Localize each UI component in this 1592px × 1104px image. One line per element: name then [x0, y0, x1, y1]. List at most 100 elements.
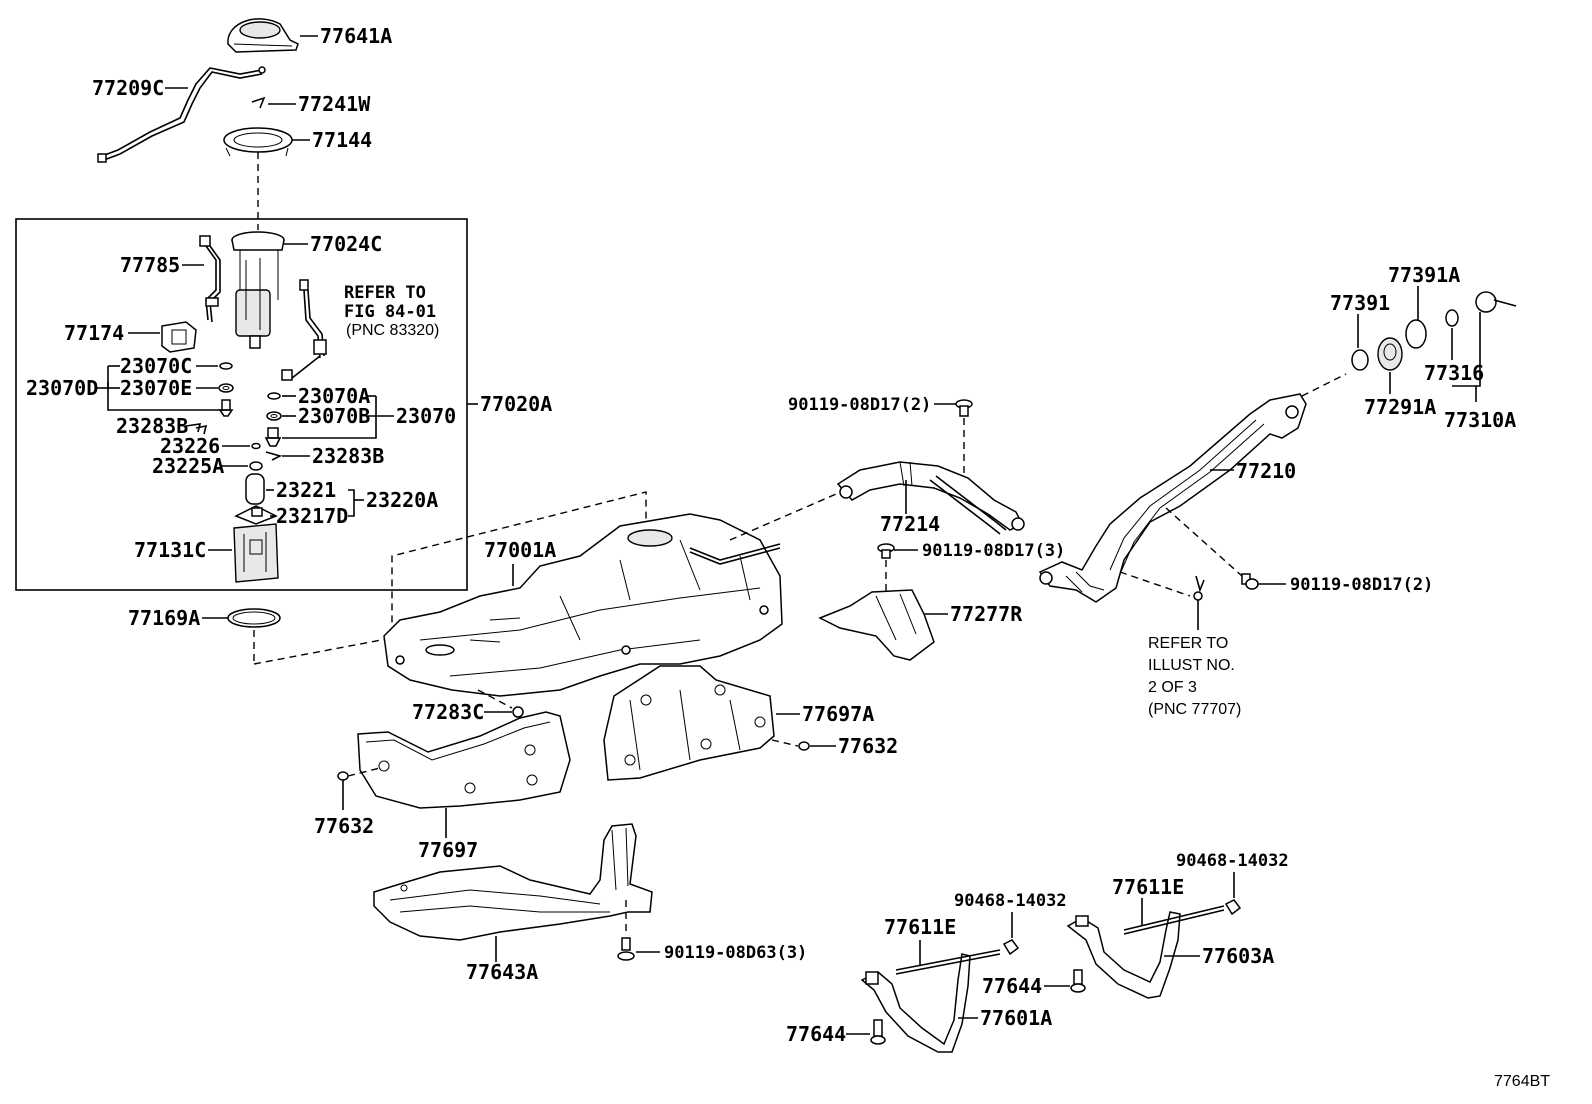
figure-code: 7764BT: [1494, 1073, 1550, 1090]
label-77214: 77214: [880, 512, 940, 536]
label-77241W: 77241W: [298, 92, 371, 116]
label-77144: 77144: [312, 128, 372, 152]
insulator-77697A: [603, 665, 775, 781]
label-77277R: 77277R: [950, 602, 1023, 626]
o-ring-23070E: [218, 383, 234, 393]
ring-23225A: [249, 461, 263, 471]
refer-fig-line2: FIG 84-01: [344, 302, 436, 322]
label-23070D: 23070D: [26, 376, 98, 400]
label-77131C: 77131C: [134, 538, 206, 562]
label-23070C: 23070C: [120, 354, 192, 378]
gasket-77144: [223, 127, 293, 157]
label-77209C: 77209C: [92, 76, 164, 100]
label-90119-08D17-top: 90119-08D17(2): [788, 395, 931, 415]
clip-23283B-right: [265, 451, 283, 461]
small-ring-23226: [251, 442, 261, 450]
label-77644-mid: 77644: [982, 974, 1042, 998]
fuel-tank-77001A: [383, 513, 783, 697]
refer-fig-line1: REFER TO: [344, 283, 426, 303]
clip-77632-right: [798, 741, 810, 751]
label-90119-08D63: 90119-08D63(3): [664, 943, 807, 963]
breather-pipe-77214: [836, 461, 1025, 535]
gasket-77391A: [1405, 319, 1427, 349]
label-77391: 77391: [1330, 291, 1390, 315]
clip-77241W: [251, 96, 266, 109]
refer-illust-line2: ILLUST NO.: [1148, 657, 1235, 674]
refer-illust-line1: REFER TO: [1148, 635, 1228, 652]
label-90468-14032-left: 90468-14032: [954, 891, 1067, 911]
filter-23221: [245, 473, 265, 505]
pump-bracket-77131C: [233, 523, 279, 583]
label-23225A: 23225A: [152, 454, 224, 478]
clip-refer: [1193, 575, 1205, 601]
strap-77603A: [1066, 911, 1181, 999]
bolt-90119-08D63: [617, 937, 635, 961]
nut-90468-14032-right: [1224, 899, 1242, 916]
label-23070: 23070: [396, 404, 456, 428]
filter-23217D: [234, 505, 278, 525]
gasket-77169A: [227, 608, 281, 628]
valve-part: [264, 427, 282, 447]
fuel-cap-77310A: [1475, 291, 1517, 313]
label-90119-08D17-mid: 90119-08D17(3): [922, 541, 1065, 561]
o-ring-23070B: [266, 411, 282, 421]
inlet-77291A: [1377, 337, 1403, 371]
wire-77785: [199, 235, 221, 323]
label-77697: 77697: [418, 838, 478, 862]
label-77632-right: 77632: [838, 734, 898, 758]
o-ring-23070C: [219, 362, 233, 370]
label-23217D: 23217D: [276, 504, 348, 528]
filler-pipe-77210: [1038, 393, 1307, 603]
protector-77643A: [373, 823, 653, 941]
label-23283B-right: 23283B: [312, 444, 384, 468]
protector-77277R: [818, 589, 935, 661]
label-77785: 77785: [120, 253, 180, 277]
refer-illust-line4: (PNC 77707): [1148, 701, 1241, 718]
label-77632-left: 77632: [314, 814, 374, 838]
label-77391A: 77391A: [1388, 263, 1460, 287]
label-23220A: 23220A: [366, 488, 438, 512]
label-23221: 23221: [276, 478, 336, 502]
label-77603A: 77603A: [1202, 944, 1274, 968]
refer-fig-line3: (PNC 83320): [346, 322, 439, 339]
label-77001A: 77001A: [484, 538, 556, 562]
label-90468-14032-right: 90468-14032: [1176, 851, 1289, 871]
label-77024C: 77024C: [310, 232, 382, 256]
nut-90468-14032-left: [1002, 939, 1020, 956]
label-77210: 77210: [1236, 459, 1296, 483]
label-77641A: 77641A: [320, 24, 392, 48]
label-90119-08D17-right: 90119-08D17(2): [1290, 575, 1433, 595]
insulator-77697: [357, 711, 571, 809]
bracket-77174: [161, 321, 197, 353]
label-77169A: 77169A: [128, 606, 200, 630]
pump-cover-77641A: [227, 18, 299, 53]
bolt-77644-mid: [1070, 969, 1086, 993]
label-77316: 77316: [1424, 361, 1484, 385]
label-23070B: 23070B: [298, 404, 370, 428]
label-23070A: 23070A: [298, 384, 370, 408]
clip-77283C: [512, 706, 524, 718]
label-77174: 77174: [64, 321, 124, 345]
refer-illust-line3: 2 OF 3: [1148, 679, 1197, 696]
wire-harness-77209C: [97, 66, 266, 163]
o-ring-77391: [1351, 349, 1369, 371]
bolt-77644-left: [870, 1019, 886, 1045]
label-77601A: 77601A: [980, 1006, 1052, 1030]
bolt-90119-08D17-right: [1241, 573, 1259, 590]
bolt-77611E-left: [895, 949, 1001, 975]
ring-77316: [1445, 309, 1459, 327]
label-77644-left: 77644: [786, 1022, 846, 1046]
label-77020A: 77020A: [480, 392, 552, 416]
sender-wire-refer: [281, 279, 327, 381]
label-77310A: 77310A: [1444, 408, 1516, 432]
clip-77632-left: [337, 771, 349, 781]
pump-assembly-77024C: [231, 231, 285, 349]
label-77697A: 77697A: [802, 702, 874, 726]
valve-23283B-left: [218, 399, 234, 417]
bolt-90119-08D17-mid: [877, 543, 895, 559]
label-77611E-left: 77611E: [884, 915, 956, 939]
label-23283B-left: 23283B: [116, 414, 188, 438]
label-77643A: 77643A: [466, 960, 538, 984]
